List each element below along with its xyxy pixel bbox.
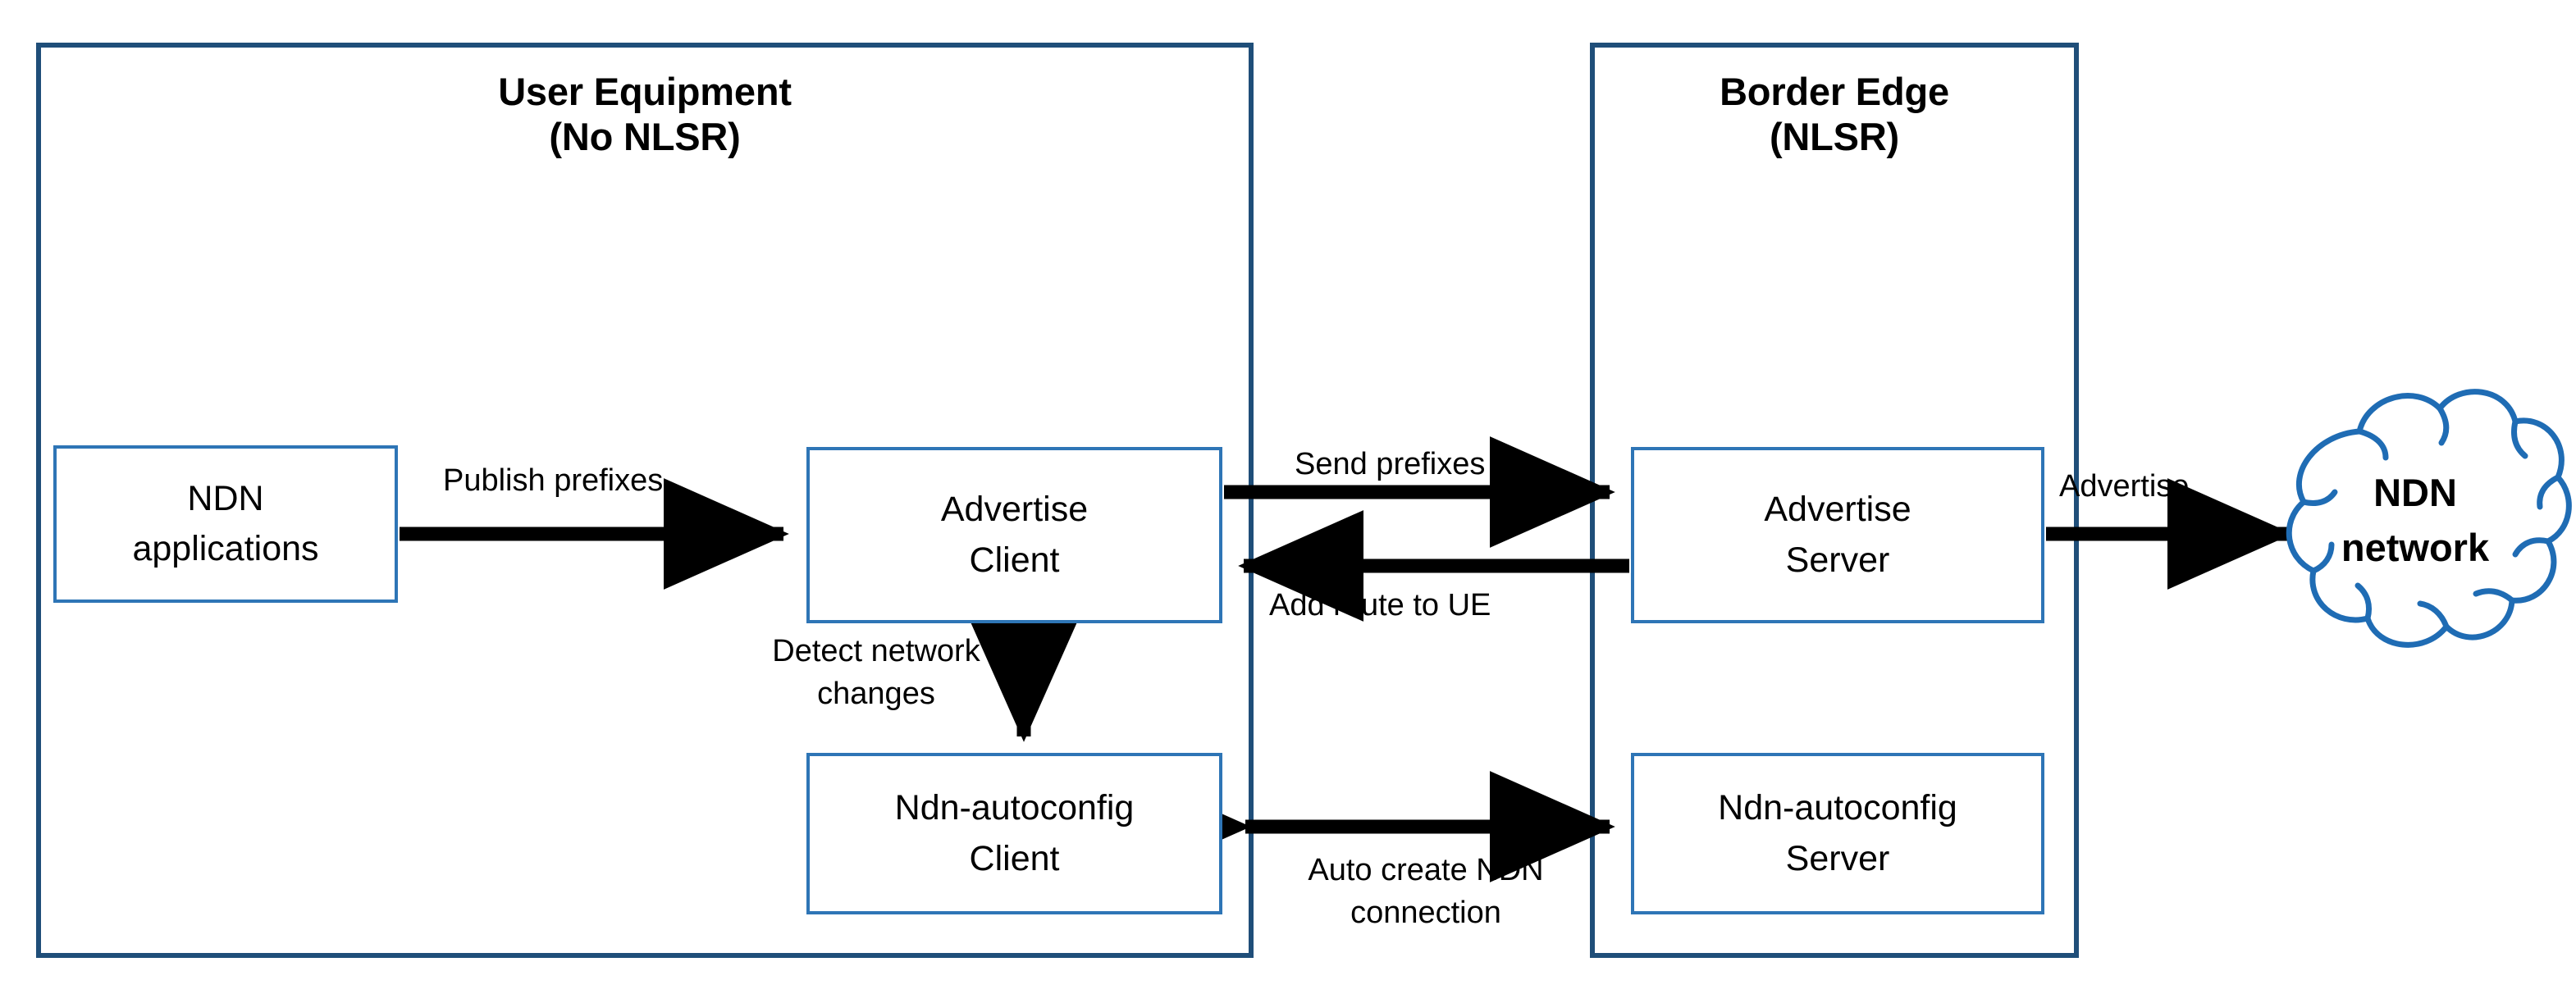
node-advertise-server[interactable]: Advertise Server — [1631, 447, 2044, 623]
node-ndn-autoconfig-server[interactable]: Ndn-autoconfig Server — [1631, 753, 2044, 914]
edge-label-send-prefixes: Send prefixes — [1295, 447, 1486, 481]
panel-border-edge-title: Border Edge (NLSR) — [1595, 69, 2074, 160]
panel-user-equipment-title-line2: (No NLSR) — [549, 115, 741, 159]
edge-label-publish-prefixes: Publish prefixes — [443, 463, 664, 498]
node-advertise-client[interactable]: Advertise Client — [806, 447, 1222, 623]
edge-label-auto-create-ndn-connection-line2: connection — [1350, 896, 1501, 931]
edge-label-detect-network-changes-line1: Detect network — [772, 634, 980, 668]
node-ndn-autoconfig-client-line1: Ndn-autoconfig — [894, 788, 1135, 828]
node-advertise-client-line1: Advertise — [940, 490, 1089, 530]
cloud-icon — [2286, 389, 2572, 648]
node-ndn-autoconfig-client[interactable]: Ndn-autoconfig Client — [806, 753, 1222, 914]
edge-label-auto-create-ndn-connection-line1: Auto create NDN — [1308, 853, 1544, 887]
node-ndn-applications-line2: applications — [132, 529, 319, 568]
edge-label-advertise: Advertise — [2059, 469, 2190, 504]
panel-user-equipment-title: User Equipment (No NLSR) — [41, 69, 1249, 160]
edge-label-detect-network-changes-line2: changes — [817, 677, 935, 712]
node-advertise-server-line2: Server — [1785, 540, 1890, 580]
node-ndn-autoconfig-server-line2: Server — [1785, 838, 1890, 878]
edge-label-auto-create-ndn-connection: Auto create NDN connection — [1262, 849, 1590, 935]
node-advertise-client-line2: Client — [969, 540, 1060, 580]
node-ndn-network-cloud[interactable]: NDN network — [2254, 361, 2576, 705]
edge-label-detect-network-changes: Detect network changes — [733, 630, 1020, 716]
node-ndn-applications[interactable]: NDN applications — [53, 445, 398, 603]
node-ndn-applications-line1: NDN — [187, 478, 264, 518]
node-advertise-server-line1: Advertise — [1764, 490, 1911, 530]
panel-border-edge-title-line1: Border Edge — [1720, 70, 1949, 113]
node-ndn-autoconfig-server-line1: Ndn-autoconfig — [1718, 788, 1957, 828]
panel-user-equipment: User Equipment (No NLSR) — [36, 43, 1254, 958]
edge-label-add-route-to-ue: Add route to UE — [1269, 588, 1491, 622]
panel-user-equipment-title-line1: User Equipment — [498, 70, 792, 113]
node-ndn-autoconfig-client-line2: Client — [969, 838, 1060, 878]
panel-border-edge-title-line2: (NLSR) — [1769, 115, 1900, 159]
